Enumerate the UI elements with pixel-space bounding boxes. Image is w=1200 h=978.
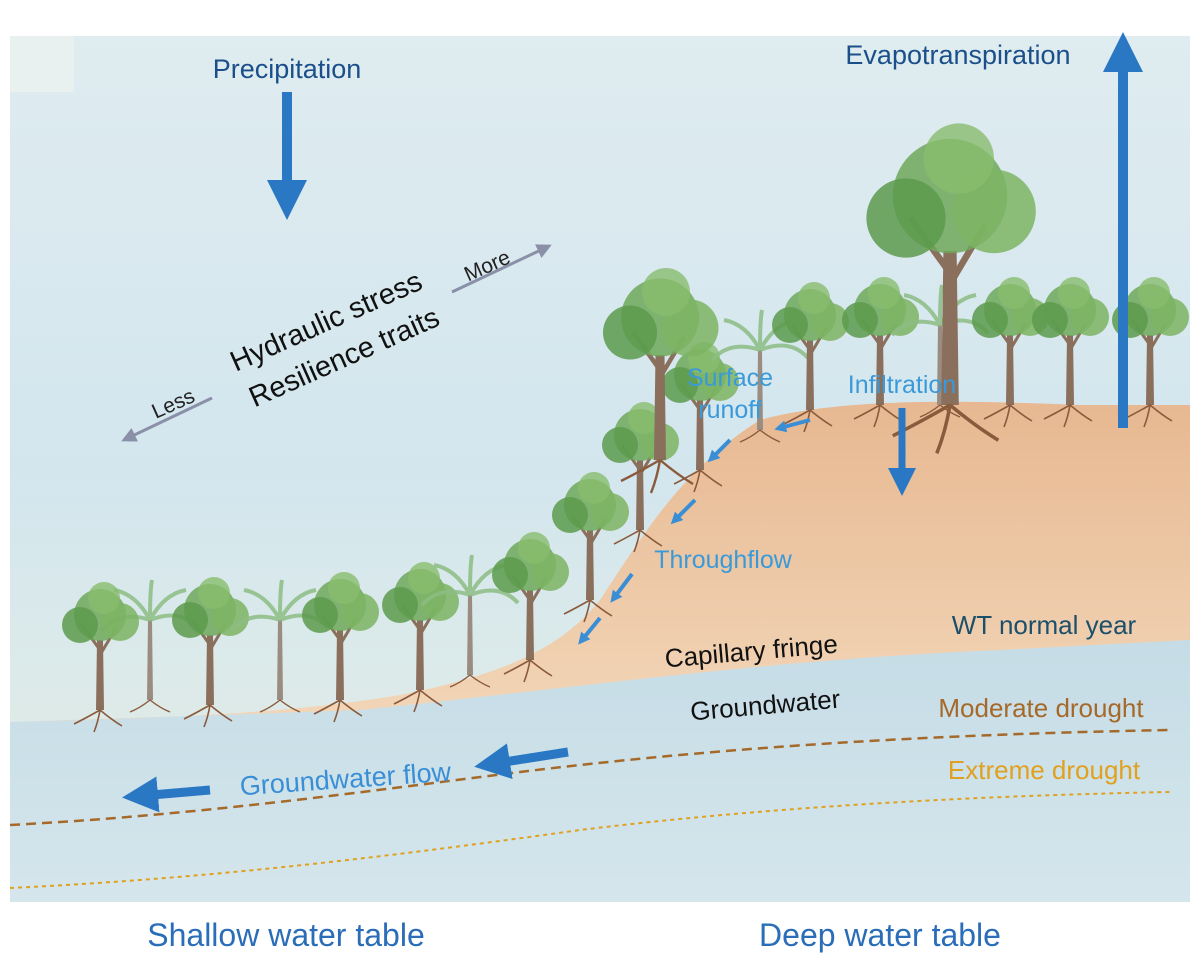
extreme-drought-line bbox=[9, 791, 1171, 889]
wt-normal-year-label: WT normal year bbox=[952, 610, 1137, 640]
runoff-arrows bbox=[578, 418, 811, 645]
corner-patch bbox=[10, 36, 74, 92]
deep-water-table-label: Deep water table bbox=[759, 917, 1001, 953]
groundwater-zone bbox=[10, 640, 1190, 902]
groundwater-flow-arrow-right bbox=[474, 743, 569, 779]
moderate-drought-line bbox=[9, 728, 1171, 827]
surface-runoff-label-line1: Surface bbox=[687, 364, 773, 392]
evapotranspiration-label: Evapotranspiration bbox=[845, 40, 1070, 70]
surface-runoff-label-line2: runoff bbox=[698, 396, 762, 424]
shallow-water-table-label: Shallow water table bbox=[147, 917, 424, 953]
throughflow-label: Throughflow bbox=[654, 546, 793, 574]
infiltration-label: Infiltration bbox=[848, 371, 956, 399]
groundwater-flow-arrow-left bbox=[122, 776, 211, 813]
extreme-drought-label: Extreme drought bbox=[948, 755, 1141, 785]
moderate-drought-label: Moderate drought bbox=[938, 693, 1144, 723]
less-arrow bbox=[121, 396, 213, 442]
precipitation-label: Precipitation bbox=[213, 54, 362, 84]
more-arrow bbox=[451, 244, 552, 294]
